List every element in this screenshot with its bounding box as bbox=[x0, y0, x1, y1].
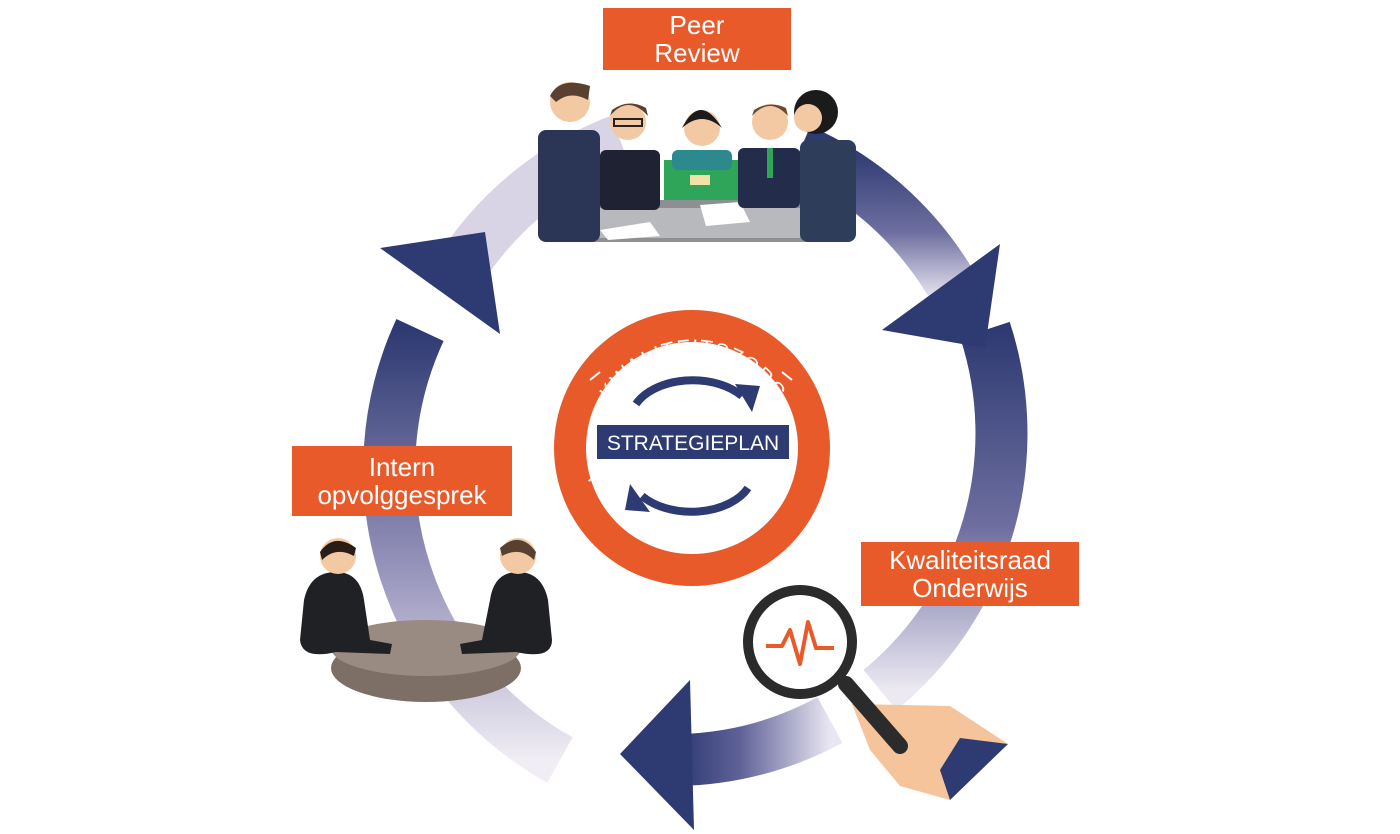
strategieplan-bar bbox=[597, 425, 789, 459]
ring-segment-right bbox=[863, 321, 1028, 711]
stage-label-intern-opvolggesprek: Intern opvolggesprek bbox=[292, 446, 512, 516]
stage-label-kwaliteitsraad-onderwijs: Kwaliteitsraad Onderwijs bbox=[861, 542, 1079, 606]
ring-segment-left bbox=[363, 319, 573, 783]
center-badge: KWALITEITSZORG PROFESSIONALISERING INNOV… bbox=[554, 310, 867, 586]
arrow-head-left bbox=[380, 232, 500, 334]
kwaliteitsraad-line2: Onderwijs bbox=[912, 573, 1028, 603]
peer-review-line2: Review bbox=[654, 38, 740, 68]
kwaliteitsraad-line1: Kwaliteitsraad bbox=[889, 545, 1051, 575]
magnifying-glass-icon bbox=[743, 585, 1008, 800]
ring-text-right: INNOVATIE bbox=[833, 388, 867, 512]
cycle-arrows-icon bbox=[625, 376, 760, 516]
arrow-head-right bbox=[882, 244, 1000, 348]
intern-line2: opvolggesprek bbox=[317, 480, 487, 510]
peer-review-line1: Peer bbox=[669, 10, 725, 40]
center-title: STRATEGIEPLAN bbox=[607, 432, 779, 455]
meeting-people-icon bbox=[538, 82, 856, 242]
one-on-one-meeting-icon bbox=[300, 538, 552, 702]
ring-segment-bottom bbox=[678, 696, 843, 786]
intern-line1: Intern bbox=[368, 452, 436, 482]
stage-label-peer-review: Peer Review bbox=[603, 8, 791, 70]
arrow-head-bottom bbox=[620, 680, 694, 830]
